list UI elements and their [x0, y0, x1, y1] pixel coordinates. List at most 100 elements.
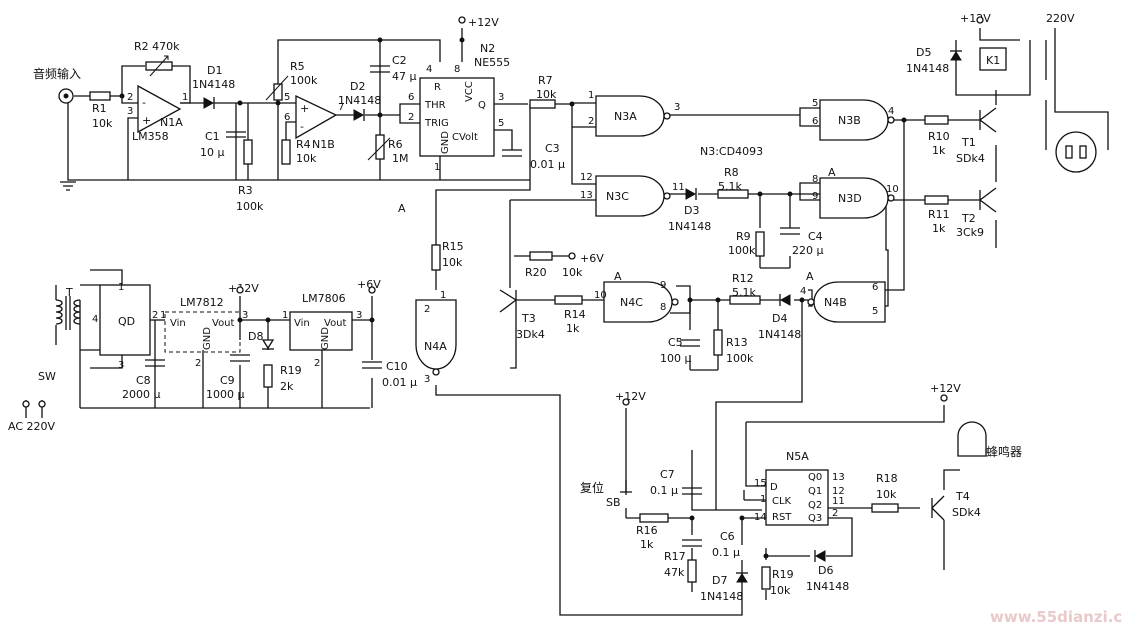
svg-text:SB: SB [606, 496, 621, 509]
svg-text:6: 6 [812, 116, 818, 127]
svg-text:3: 3 [356, 310, 362, 321]
svg-text:NE555: NE555 [474, 56, 510, 69]
svg-text:T3: T3 [521, 312, 536, 325]
svg-text:SDk4: SDk4 [956, 152, 985, 165]
svg-text:R8: R8 [724, 166, 739, 179]
svg-text:T: T [65, 286, 73, 299]
svg-text:2: 2 [408, 112, 414, 123]
svg-text:C10: C10 [386, 360, 408, 373]
svg-text:T2: T2 [961, 212, 976, 225]
svg-text:1000 μ: 1000 μ [206, 388, 245, 401]
svg-text:+6V: +6V [357, 278, 381, 291]
svg-text:1: 1 [760, 494, 766, 505]
svg-text:N4A: N4A [424, 340, 447, 353]
svg-text:D4: D4 [772, 312, 787, 325]
svg-text:+12V: +12V [960, 12, 991, 25]
svg-text:14: 14 [754, 512, 767, 523]
audio-input-label: 音频输入 [33, 66, 81, 81]
svg-text:12: 12 [580, 172, 593, 183]
svg-text:5.1k: 5.1k [718, 180, 742, 193]
svg-text:5: 5 [812, 98, 818, 109]
svg-text:THR: THR [424, 100, 446, 111]
svg-text:R19: R19 [280, 364, 302, 377]
svg-text:2: 2 [314, 358, 320, 369]
svg-text:15: 15 [754, 478, 767, 489]
svg-text:1: 1 [160, 310, 166, 321]
labels: 音频输入 蜂鸣器 复位 +12V +12V +12V +12V +12V +6V… [8, 12, 1122, 626]
nand-gates [415, 95, 895, 376]
svg-text:7: 7 [338, 102, 344, 113]
svg-text:10k: 10k [562, 266, 583, 279]
svg-text:N3D: N3D [838, 192, 862, 205]
svg-text:www.55dianzi.com: www.55dianzi.com [990, 608, 1122, 626]
reset-label: 复位 [580, 480, 604, 495]
svg-text:6: 6 [872, 282, 878, 293]
svg-text:N3B: N3B [838, 114, 861, 127]
svg-text:3: 3 [674, 102, 680, 113]
svg-text:R15: R15 [442, 240, 464, 253]
svg-text:5: 5 [284, 92, 290, 103]
svg-text:SW: SW [38, 370, 56, 383]
svg-text:3: 3 [127, 106, 133, 117]
svg-text:9: 9 [812, 191, 818, 202]
svg-text:LM7806: LM7806 [302, 292, 346, 305]
pin-numbers: 2 3 1 5 6 7 6 2 4 8 3 5 1 1 2 3 5 6 4 12… [92, 64, 899, 523]
svg-text:1k: 1k [566, 322, 580, 335]
svg-text:2: 2 [588, 116, 594, 127]
mains-socket [1055, 131, 1097, 173]
svg-text:QD: QD [118, 315, 135, 328]
svg-text:10k: 10k [770, 584, 791, 597]
svg-text:N1A: N1A [160, 116, 183, 129]
buzzer-icon [957, 421, 987, 457]
svg-text:9: 9 [660, 280, 666, 291]
svg-text:RST: RST [772, 512, 792, 523]
svg-text:C9: C9 [220, 374, 235, 387]
svg-text:10k: 10k [876, 488, 897, 501]
svg-text:2: 2 [195, 358, 201, 369]
svg-text:47 μ: 47 μ [392, 70, 417, 83]
ic-ne555 [419, 77, 495, 157]
svg-text:Q0: Q0 [808, 472, 822, 483]
svg-text:R6: R6 [388, 138, 403, 151]
svg-text:D: D [770, 482, 778, 493]
svg-text:5.1k: 5.1k [732, 286, 756, 299]
svg-text:LM358: LM358 [132, 130, 169, 143]
svg-text:6: 6 [408, 92, 414, 103]
svg-text:R7: R7 [538, 74, 553, 87]
svg-text:R19: R19 [772, 568, 794, 581]
svg-text:+12V: +12V [615, 390, 646, 403]
svg-text:R13: R13 [726, 336, 748, 349]
svg-text:C8: C8 [136, 374, 151, 387]
svg-text:C5: C5 [668, 336, 683, 349]
svg-text:1k: 1k [640, 538, 654, 551]
svg-text:3Ck9: 3Ck9 [956, 226, 984, 239]
svg-text:1: 1 [588, 90, 594, 101]
svg-text:C3: C3 [545, 142, 560, 155]
svg-text:R9: R9 [736, 230, 751, 243]
transistors [499, 107, 997, 521]
svg-text:AC 220V: AC 220V [8, 420, 56, 433]
svg-text:0.1 μ: 0.1 μ [650, 484, 678, 497]
svg-text:3Dk4: 3Dk4 [516, 328, 545, 341]
svg-text:A: A [806, 270, 814, 283]
svg-text:2: 2 [152, 310, 158, 321]
svg-text:10: 10 [594, 290, 607, 301]
svg-text:N3:CD4093: N3:CD4093 [700, 145, 763, 158]
opamp-n1a: - + [137, 84, 182, 134]
svg-text:C7: C7 [660, 468, 675, 481]
svg-text:K1: K1 [986, 54, 1000, 67]
svg-text:GND: GND [320, 327, 331, 350]
svg-text:10k: 10k [442, 256, 463, 269]
svg-text:2: 2 [424, 304, 430, 315]
svg-text:Vout: Vout [212, 318, 235, 329]
svg-text:Vin: Vin [294, 318, 310, 329]
svg-text:N4B: N4B [824, 296, 847, 309]
svg-text:C4: C4 [808, 230, 823, 243]
regulator-lm7812 [164, 311, 241, 353]
svg-text:D5: D5 [916, 46, 931, 59]
svg-text:8: 8 [812, 174, 818, 185]
svg-text:100k: 100k [726, 352, 754, 365]
svg-text:R11: R11 [928, 208, 950, 221]
svg-text:D7: D7 [712, 574, 727, 587]
svg-text:1N4148: 1N4148 [668, 220, 711, 233]
